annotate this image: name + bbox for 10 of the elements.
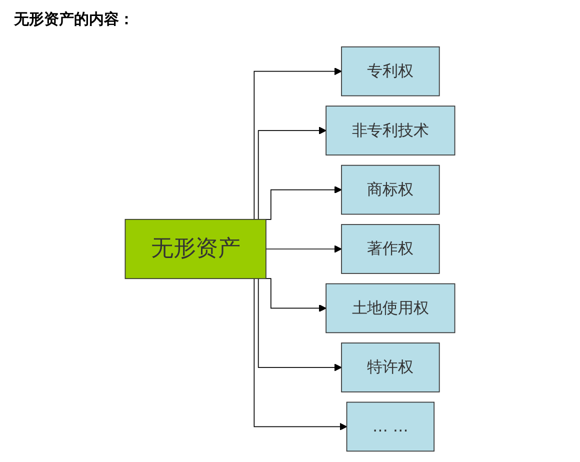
node-box: 特许权 bbox=[341, 342, 440, 392]
diagram-title: 无形资产的内容： bbox=[14, 10, 134, 29]
node-box: 著作权 bbox=[341, 224, 440, 274]
node-box: 商标权 bbox=[341, 164, 440, 215]
node-box: 土地使用权 bbox=[326, 283, 456, 334]
arrow bbox=[266, 245, 342, 253]
node-box: … … bbox=[346, 402, 435, 452]
node-box: 专利权 bbox=[341, 46, 440, 96]
node-box: 无形资产 bbox=[124, 218, 266, 280]
node-box: 非专利技术 bbox=[326, 106, 456, 156]
